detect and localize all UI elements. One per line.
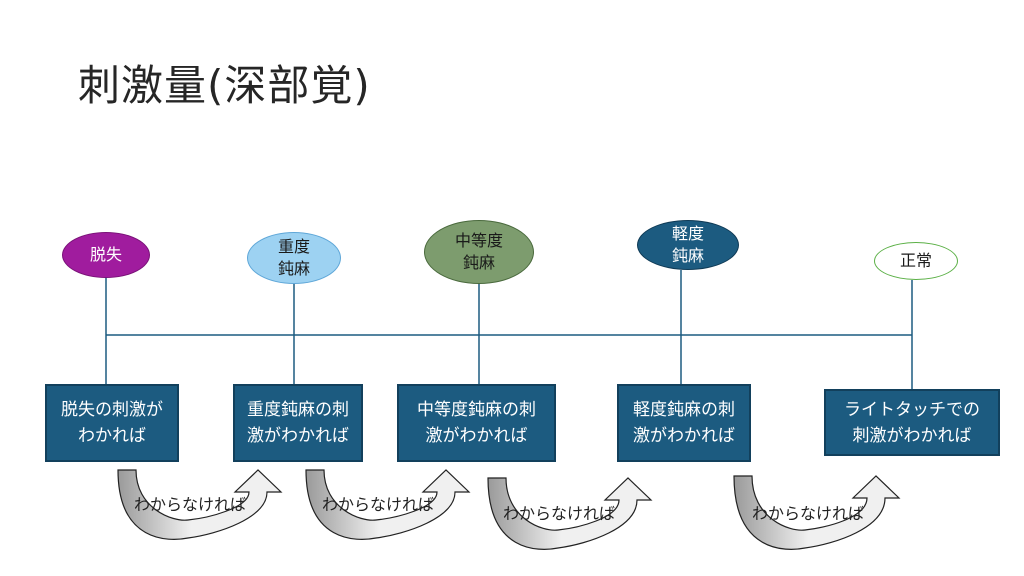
- test-box-normal: ライトタッチでの 刺激がわかれば: [824, 389, 1000, 456]
- transition-label-4: わからなければ: [752, 504, 865, 523]
- curved-arrow-4: [733, 475, 901, 550]
- transition-label-2: わからなければ: [322, 495, 435, 514]
- test-box-label: 中等度鈍麻の刺 激がわかれば: [417, 400, 536, 446]
- level-ellipse-moderate: 中等度 鈍麻: [424, 220, 534, 284]
- curved-arrow-2: [305, 469, 471, 540]
- level-ellipse-severe: 重度 鈍麻: [247, 232, 341, 284]
- curved-arrow-3: [487, 477, 653, 550]
- level-ellipse-normal: 正常: [874, 242, 958, 280]
- slide-title: 刺激量(深部覚): [78, 61, 371, 110]
- level-ellipse-loss: 脱失: [62, 232, 150, 278]
- level-ellipse-mild: 軽度 鈍麻: [637, 220, 739, 270]
- test-box-loss: 脱失の刺激が わかれば: [45, 384, 179, 462]
- test-box-moderate: 中等度鈍麻の刺 激がわかれば: [397, 384, 556, 462]
- level-label: 軽度 鈍麻: [671, 224, 704, 265]
- test-box-mild: 軽度鈍麻の刺 激がわかれば: [617, 384, 751, 462]
- transition-label-1: わからなければ: [134, 495, 247, 514]
- curved-arrow-1: [117, 469, 283, 540]
- test-box-label: ライトタッチでの 刺激がわかれば: [844, 399, 980, 446]
- level-label: 中等度 鈍麻: [454, 231, 503, 272]
- test-box-label: 重度鈍麻の刺 激がわかれば: [247, 400, 349, 446]
- test-box-label: 脱失の刺激が わかれば: [61, 400, 163, 446]
- level-label: 正常: [899, 251, 932, 270]
- transition-label-3: わからなければ: [503, 504, 616, 523]
- level-label: 重度 鈍麻: [277, 237, 310, 278]
- test-box-severe: 重度鈍麻の刺 激がわかれば: [233, 384, 363, 462]
- level-label: 脱失: [89, 245, 122, 264]
- test-box-label: 軽度鈍麻の刺 激がわかれば: [633, 400, 735, 446]
